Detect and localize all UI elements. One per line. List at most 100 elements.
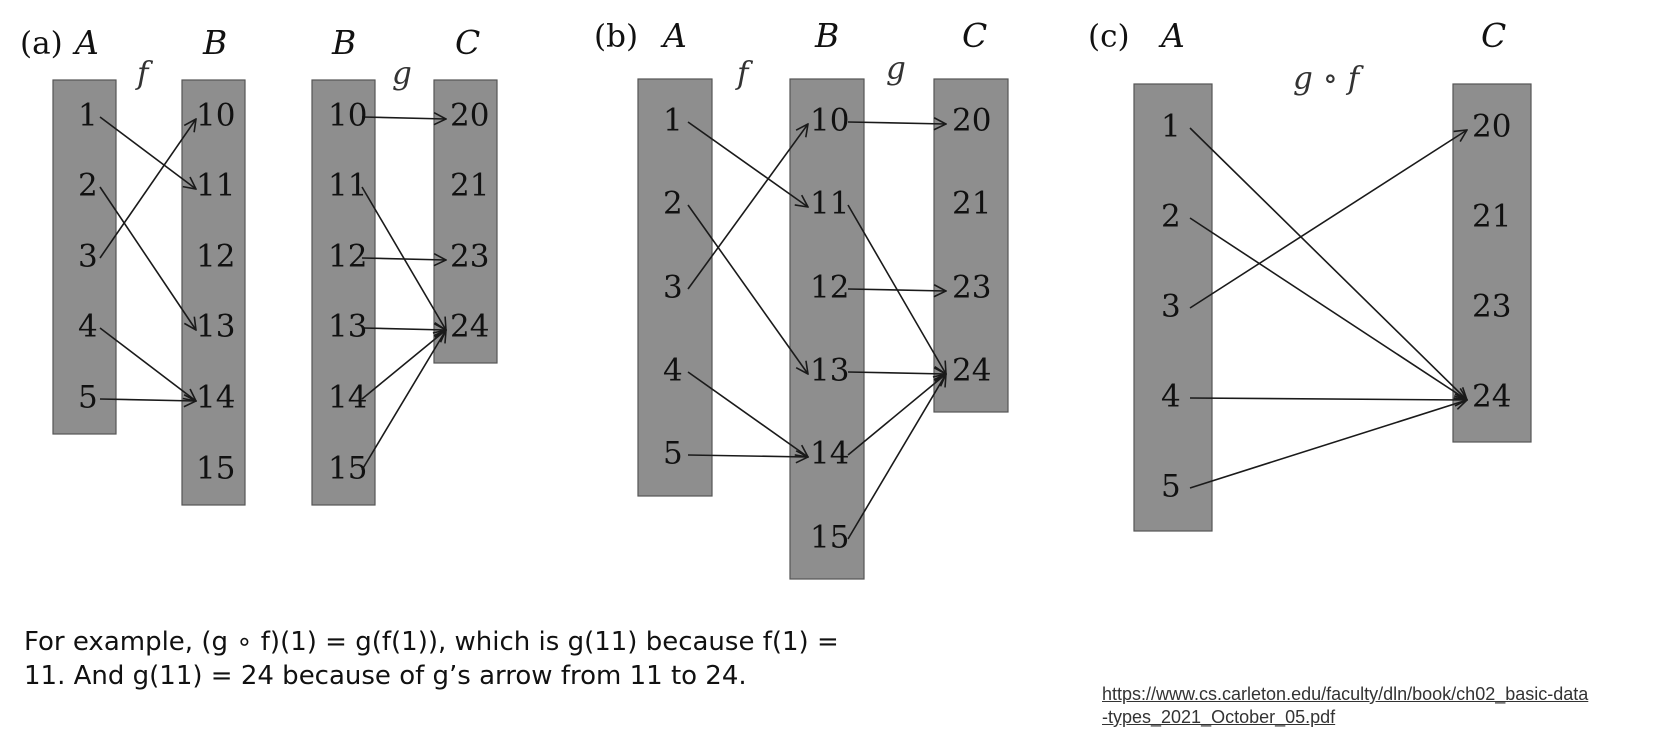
panel-c-set-c-box [1452, 83, 1532, 443]
panel-a-element-2: 2 [78, 168, 98, 204]
panel-b-element-24: 24 [952, 353, 991, 389]
panel-c-g-f-arrow-3-to-20 [1189, 130, 1467, 309]
panel-a-element-12: 12 [328, 239, 367, 275]
panel-a-element-14: 14 [328, 380, 367, 416]
panel-b-element-21: 21 [952, 186, 991, 222]
panel-c-function-label-g-f: g ∘ f [1293, 61, 1365, 97]
panel-a-element-15: 15 [196, 451, 235, 487]
panel-b-set-a-header: A [660, 16, 687, 55]
panel-a-set-a-box [52, 79, 117, 435]
panel-b-element-14: 14 [810, 436, 849, 472]
panel-a-set-b-header: B [331, 23, 356, 62]
panel-a-element-13: 13 [328, 309, 367, 345]
panel-a-element-12: 12 [196, 239, 235, 275]
panel-b-g-arrow-13-to-24 [847, 372, 946, 374]
panel-a-set-c-box [433, 79, 498, 364]
panel-c-set-a-header: A [1158, 16, 1185, 55]
panel-b-f-arrow-3-to-10 [687, 124, 808, 290]
panel-a-set-b-box [181, 79, 246, 506]
panel-b-f-arrow-4-to-14 [687, 371, 808, 457]
panel-a-element-21: 21 [450, 168, 489, 204]
panel-c-label: (c) [1088, 19, 1130, 55]
panel-a-element-3: 3 [78, 239, 98, 275]
panel-b-element-4: 4 [663, 353, 683, 389]
panel-b-set-c-box [933, 78, 1009, 413]
panel-c-set-a-box [1133, 83, 1213, 532]
panel-b-element-5: 5 [663, 436, 683, 472]
caption: For example, (g ∘ f)(1) = g(f(1)), which… [24, 625, 924, 693]
caption-line-1: For example, (g ∘ f)(1) = g(f(1)), which… [24, 627, 839, 657]
panel-a-set-a-header: A [72, 23, 99, 62]
panel-b-element-10: 10 [810, 103, 849, 139]
panel-a-element-15: 15 [328, 451, 367, 487]
panel-a-label: (a) [20, 26, 63, 62]
panel-a-f-arrow-2-to-13 [99, 186, 196, 330]
panel-a-function-label-g: g [392, 56, 412, 92]
panel-c-set-c-header: C [1481, 16, 1506, 55]
panel-b-element-1: 1 [663, 103, 683, 139]
panel-c-element-21: 21 [1472, 199, 1511, 235]
panel-b-element-3: 3 [663, 270, 683, 306]
panel-b-element-2: 2 [663, 186, 683, 222]
panel-b-g-arrow-14-to-24 [847, 374, 946, 456]
panel-b-function-label-g: g [886, 51, 906, 87]
panel-a-set-b-header: B [202, 23, 227, 62]
panel-b-element-15: 15 [810, 520, 849, 556]
panel-c-element-1: 1 [1161, 109, 1181, 145]
panel-a-element-10: 10 [328, 98, 367, 134]
panel-b-g-arrow-12-to-23 [847, 289, 946, 291]
panel-b-g-arrow-10-to-20 [847, 122, 946, 124]
panel-a-g-arrow-15-to-24 [361, 330, 446, 471]
panel-b-element-11: 11 [810, 186, 849, 222]
panel-c-element-3: 3 [1161, 289, 1181, 325]
panel-b-element-20: 20 [952, 103, 991, 139]
function-composition-diagram: (a)A12345B101112131415fB101112131415C202… [20, 16, 1532, 580]
panel-a-set-c-header: C [455, 23, 480, 62]
panel-c-g-f-arrow-4-to-24 [1189, 398, 1467, 400]
panel-a-element-23: 23 [450, 239, 489, 275]
source-link-line-2[interactable]: -types_2021_October_05.pdf [1102, 707, 1336, 727]
panel-a-g-arrow-13-to-24 [361, 328, 446, 330]
panel-a-f-arrow-1-to-11 [99, 116, 196, 189]
panel-a-element-10: 10 [196, 98, 235, 134]
panel-c-g-f-arrow-1-to-24 [1189, 127, 1467, 400]
panel-c-element-20: 20 [1472, 109, 1511, 145]
panel-b-f-arrow-5-to-14 [687, 455, 808, 457]
panel-a-element-13: 13 [196, 309, 235, 345]
panel-a-f-arrow-3-to-10 [99, 119, 196, 259]
panel-a-f-arrow-5-to-14 [99, 399, 196, 401]
panel-b-set-a-box [637, 78, 713, 497]
panel-a-element-14: 14 [196, 380, 235, 416]
panel-a-f-arrow-4-to-14 [99, 327, 196, 401]
panel-a-function-label-f: f [135, 56, 154, 92]
panel-c-g-f-arrow-5-to-24 [1189, 400, 1467, 489]
panel-b-function-label-f: f [735, 56, 754, 92]
panel-c-element-23: 23 [1472, 289, 1511, 325]
panel-c-element-4: 4 [1161, 379, 1181, 415]
panel-c-element-5: 5 [1161, 469, 1181, 505]
panel-b-f-arrow-2-to-13 [687, 204, 808, 374]
panel-b-element-23: 23 [952, 270, 991, 306]
panel-a-element-11: 11 [328, 168, 367, 204]
panel-c-element-24: 24 [1472, 379, 1511, 415]
panel-c-element-2: 2 [1161, 199, 1181, 235]
panel-a-g-arrow-14-to-24 [361, 330, 446, 400]
caption-line-2: 11. And g(11) = 24 because of g’s arrow … [24, 661, 747, 691]
panel-a-element-1: 1 [78, 98, 98, 134]
panel-b-element-12: 12 [810, 270, 849, 306]
panel-a-set-b-box [311, 79, 376, 506]
panel-b-f-arrow-1-to-11 [687, 121, 808, 207]
panel-a-element-20: 20 [450, 98, 489, 134]
source-link-line-1[interactable]: https://www.cs.carleton.edu/faculty/dln/… [1102, 684, 1589, 704]
panel-a-element-24: 24 [450, 309, 489, 345]
panel-c-g-f-arrow-2-to-24 [1189, 217, 1467, 400]
panel-a-element-5: 5 [78, 380, 98, 416]
panel-b-element-13: 13 [810, 353, 849, 389]
panel-b-label: (b) [594, 19, 638, 55]
source-link[interactable]: https://www.cs.carleton.edu/faculty/dln/… [1102, 683, 1662, 729]
panel-b-g-arrow-15-to-24 [847, 374, 946, 540]
panel-a-g-arrow-12-to-23 [361, 258, 446, 260]
panel-b-set-b-box [789, 78, 865, 580]
panel-a-g-arrow-10-to-20 [361, 117, 446, 119]
panel-b-set-b-header: B [814, 16, 839, 55]
